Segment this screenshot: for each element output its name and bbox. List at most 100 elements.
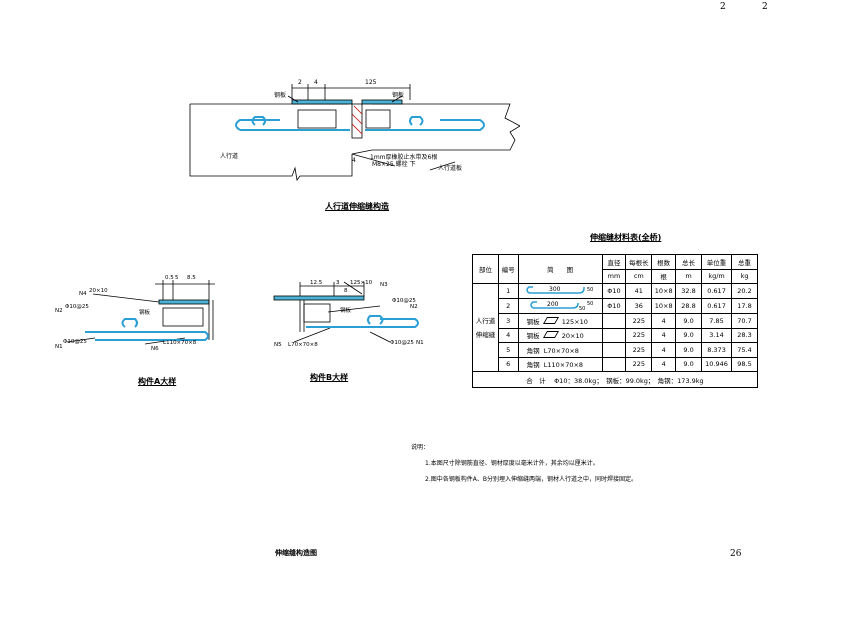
row-cnt: 4 (651, 342, 677, 358)
location-cell: 人行道 伸缩缝 (472, 283, 499, 372)
a-label-n2-spec: Φ10@25 (65, 304, 89, 310)
row-uw: 7.85 (700, 313, 733, 329)
location-label-1: 人行道 (475, 316, 496, 325)
row-sketch: 角钢 L70×70×8 (517, 342, 603, 358)
sketch-dim: 200 (547, 301, 559, 308)
b-label-n5-spec: L70×70×8 (288, 342, 318, 348)
unit-length: cm (625, 268, 653, 284)
row-uw: 10.946 (700, 356, 733, 372)
a-label-n6: N6 (151, 346, 159, 352)
row-sketch: 200 50 50 (517, 298, 603, 314)
th-unit-length: 每根长 (625, 254, 653, 270)
row-tlen: 9.0 (675, 313, 702, 329)
row-sketch: 钢板 125×10 (517, 313, 603, 329)
row-dia (601, 342, 627, 358)
th-unit-weight: 单位重 (700, 254, 733, 270)
row-tlen: 32.8 (675, 283, 702, 299)
unit-diameter: mm (601, 268, 627, 284)
page-number: 26 (730, 549, 742, 559)
plate-icon (542, 316, 559, 324)
total-values: Φ10：38.0kg； 钢板：99.0kg； 角钢：173.9kg (554, 376, 704, 385)
b-label-n3-spec: 125×10 (350, 280, 373, 286)
row-uw: 0.617 (700, 298, 733, 314)
b-dim-3: 3 (336, 280, 340, 286)
row-no: 3 (497, 313, 519, 329)
a-dim-05: 0.5 (165, 275, 174, 281)
note-line-1: 1mm厚橡胶止水带及6根 (370, 153, 437, 161)
notes-line-1: 1.本图尺寸除钢筋直径、钢材厚度以毫米计外，其余均以厘米计。 (425, 460, 599, 467)
drawing-title: 伸缩缝构造图 (275, 549, 317, 557)
th-diameter: 直径 (601, 254, 627, 270)
sketch-side: 50 (587, 287, 593, 293)
dim-4: 4 (314, 79, 318, 86)
unit-total-length: m (675, 268, 702, 284)
a-label-steel: 钢板 (139, 308, 151, 316)
row-len: 36 (625, 298, 653, 314)
rebar-sketch-2: 200 50 50 (530, 301, 593, 312)
th-location: 部位 (472, 254, 499, 284)
row-cnt: 4 (651, 313, 677, 329)
row-dia (601, 313, 627, 329)
row-cnt: 10×8 (651, 283, 677, 299)
sketch-label: 角钢 (526, 361, 540, 370)
notes-line-2: 2.图中各钢板构件A、B分别埋入伸缩缝两端，钢材人行道之中，同时焊接固定。 (425, 476, 637, 483)
a-label-n1-spec: Φ10@25 (63, 339, 87, 345)
detail-b-title: 构件B大样 (310, 373, 349, 382)
row-uw: 0.617 (700, 283, 733, 299)
row-dia (601, 356, 627, 372)
row-tlen: 9.0 (675, 356, 702, 372)
row-tw: 17.8 (731, 298, 758, 314)
location-label-2: 伸缩缝 (475, 330, 496, 339)
row-sketch: 300 50 (517, 283, 603, 299)
dim-2: 2 (298, 79, 302, 86)
table-row: 人行道 伸缩缝 1 300 50 Φ10 41 10×8 32.8 0.617 … (472, 283, 758, 372)
a-label-n2: N2 (55, 308, 63, 314)
row-no: 5 (497, 342, 519, 358)
b-label-n3: N3 (380, 282, 388, 288)
b-label-n1-spec: Φ10@25 (390, 340, 414, 346)
detail-a-drawing: N4 20×10 0.5 5 8.5 N2 Φ10@25 钢板 N1 Φ10@2… (55, 275, 215, 352)
row-len: 225 (625, 356, 653, 372)
top-right-number-1: 2 (720, 2, 726, 12)
a-label-n4: N4 (79, 291, 87, 297)
row-cnt: 4 (651, 356, 677, 372)
row-no: 6 (497, 356, 519, 372)
label-steel-right: 钢板 (392, 91, 404, 99)
a-label-n1: N1 (55, 344, 63, 350)
dim-125: 125 (365, 79, 377, 86)
row-tw: 98.5 (731, 356, 758, 372)
plate-icon (542, 331, 559, 339)
table-row: 2 200 50 50 Φ10 36 10×8 28.8 0.617 17.8 (473, 298, 758, 314)
note-line-2: M8×25 螺栓 下 (372, 160, 415, 168)
row-sketch: 钢板 20×10 (517, 327, 603, 343)
sketch-spec: L70×70×8 (543, 346, 579, 355)
table-title: 伸缩缝材料表(全桥) (590, 233, 662, 242)
a-dim-85: 8.5 (187, 275, 196, 281)
row-tlen: 9.0 (675, 342, 702, 358)
unit-weight: kg/m (700, 268, 733, 284)
th-number: 编号 (497, 254, 519, 284)
b-dim-125: 12.5 (310, 280, 323, 286)
table-row: 3 钢板 125×10 225 4 9.0 7.85 70.7 (473, 313, 758, 329)
sketch-label: 角钢 (526, 346, 540, 355)
b-label-n1: N1 (416, 340, 424, 346)
dim-4b: 4 (352, 157, 356, 164)
detail-b-drawing: 125×10 N3 12.5 3 8 Φ10@25 N2 钢板 L70×70×8… (273, 280, 424, 348)
b-label-n5: N5 (274, 342, 282, 348)
row-sketch: 角钢 L110×70×8 (517, 356, 603, 372)
a-label-n4-spec: 20×10 (89, 288, 108, 294)
b-label-n2-spec: Φ10@25 (392, 298, 416, 304)
unit-count: 根 (651, 268, 677, 284)
notes-block: 说明： 1.本图尺寸除钢筋直径、钢材厚度以毫米计外，其余均以厘米计。 2.图中各… (411, 440, 637, 488)
row-dia: Φ10 (601, 283, 627, 299)
table-row: 4 钢板 20×10 225 4 9.0 3.14 28.3 (473, 327, 758, 343)
notes-heading: 说明： (411, 444, 430, 451)
row-no: 1 (497, 283, 519, 299)
sketch-spec: L110×70×8 (543, 361, 584, 370)
total-cell: 合 计 Φ10：38.0kg； 钢板：99.0kg； 角钢：173.9kg (472, 371, 758, 388)
rebar-sketch-1: 300 50 (526, 286, 593, 294)
th-diagram: 简 图 (517, 254, 603, 284)
detail-a-title: 构件A大样 (138, 377, 177, 386)
row-len: 41 (625, 283, 653, 299)
a-dim-5: 5 (175, 275, 179, 281)
